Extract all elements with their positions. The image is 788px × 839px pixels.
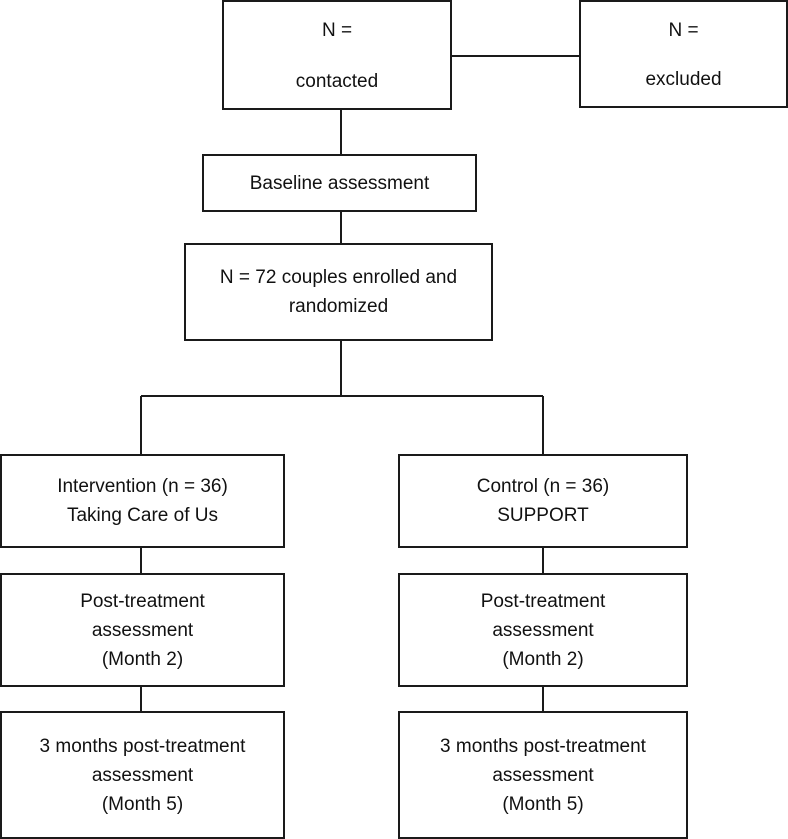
enrolled-line-1: N = 72 couples enrolled and <box>219 267 458 288</box>
control-post-line-3: (Month 2) <box>502 648 584 670</box>
control-followup-line-3: (Month 5) <box>502 793 584 815</box>
excluded-box: N = excluded <box>579 0 788 108</box>
contacted-label: contacted <box>295 71 379 92</box>
control-followup-line-1: 3 months post-treatment <box>440 735 646 757</box>
control-post-line-1: Post-treatment <box>480 590 606 612</box>
enrolled-randomized-box: N = 72 couples enrolled and randomized <box>184 243 493 341</box>
intervention-post-line-3: (Month 2) <box>101 648 184 670</box>
enrolled-line-2: randomized <box>288 296 389 317</box>
contacted-count: N = <box>321 20 353 41</box>
control-arm-name: SUPPORT <box>497 505 589 526</box>
intervention-post-treatment-box: Post-treatment assessment (Month 2) <box>0 573 285 687</box>
intervention-arm-name: Taking Care of Us <box>66 505 218 526</box>
control-followup-box: 3 months post-treatment assessment (Mont… <box>398 711 688 839</box>
baseline-assessment-box: Baseline assessment <box>202 154 477 212</box>
control-post-treatment-box: Post-treatment assessment (Month 2) <box>398 573 688 687</box>
baseline-assessment-label: Baseline assessment <box>249 172 430 194</box>
control-post-line-2: assessment <box>492 619 594 641</box>
intervention-followup-line-1: 3 months post-treatment <box>39 735 246 757</box>
intervention-followup-line-2: assessment <box>91 764 194 786</box>
intervention-post-line-1: Post-treatment <box>80 590 205 612</box>
control-arm-box: Control (n = 36) SUPPORT <box>398 454 688 548</box>
control-followup-line-2: assessment <box>492 764 594 786</box>
excluded-count: N = <box>668 20 699 41</box>
excluded-label: excluded <box>645 69 722 90</box>
intervention-arm-title: Intervention (n = 36) <box>57 476 228 497</box>
contacted-box: N = contacted <box>222 0 452 110</box>
intervention-followup-box: 3 months post-treatment assessment (Mont… <box>0 711 285 839</box>
intervention-post-line-2: assessment <box>91 619 194 641</box>
intervention-followup-line-3: (Month 5) <box>101 793 184 815</box>
intervention-arm-box: Intervention (n = 36) Taking Care of Us <box>0 454 285 548</box>
control-arm-title: Control (n = 36) <box>476 476 610 497</box>
